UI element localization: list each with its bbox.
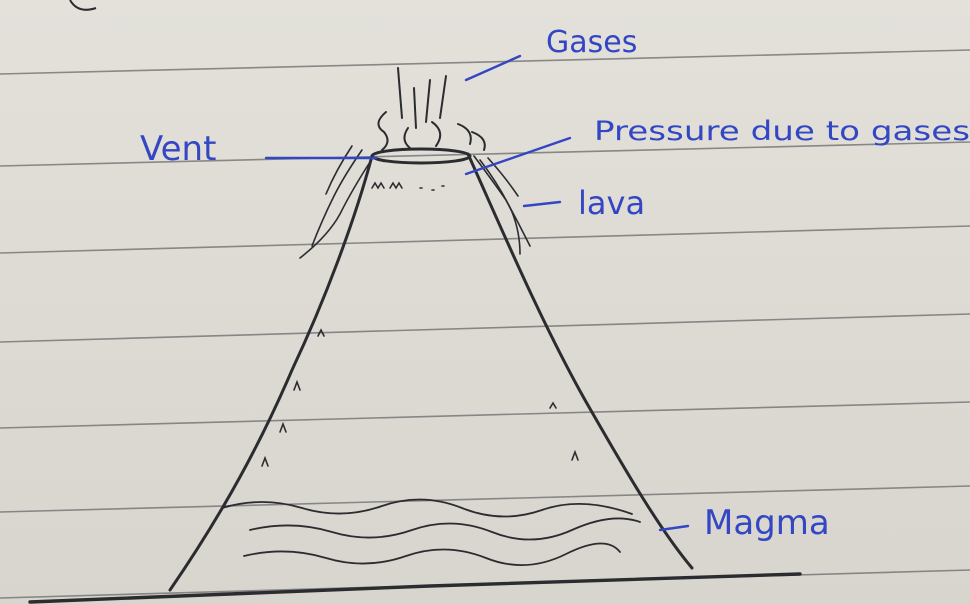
gases-label: Gases <box>546 25 637 60</box>
gas-curl <box>404 128 410 148</box>
pressure-label: Pressure due to gases <box>594 116 970 147</box>
texture-mark <box>390 183 402 188</box>
vent-label: Vent <box>140 129 216 169</box>
gas-stroke <box>414 88 416 128</box>
gases-pointer <box>466 56 520 80</box>
texture-mark <box>550 403 556 408</box>
ink-mark <box>70 0 96 10</box>
gas-curl <box>378 112 387 150</box>
ruled-line <box>0 314 970 342</box>
pressure-pointer <box>466 138 570 174</box>
magma-label: Magma <box>704 503 830 543</box>
lava-pointer <box>524 202 560 206</box>
ruled-line <box>0 402 970 428</box>
lava-label: lava <box>578 184 645 222</box>
texture-marks <box>262 183 578 466</box>
gas-curl <box>472 132 485 150</box>
texture-mark <box>280 424 286 432</box>
volcano-outline <box>30 149 800 602</box>
magma-wave <box>250 518 640 539</box>
texture-mark <box>572 452 578 460</box>
texture-mark <box>294 382 300 390</box>
ground-line <box>30 574 800 602</box>
gas-curl <box>458 124 471 144</box>
texture-mark <box>262 458 268 466</box>
gas-curl <box>432 122 440 146</box>
gas-stroke <box>398 68 402 118</box>
magma-wave <box>244 543 620 565</box>
ruled-line <box>0 226 970 253</box>
texture-mark <box>420 186 444 190</box>
gas-stroke <box>440 76 446 118</box>
magma-lines <box>222 499 640 565</box>
lava-stream <box>312 150 362 246</box>
magma-pointer <box>660 526 688 530</box>
magma-wave <box>222 499 632 516</box>
volcano-left-slope <box>170 156 372 590</box>
gas-stroke <box>426 80 430 122</box>
gas-lines <box>378 68 484 150</box>
texture-mark <box>372 183 384 188</box>
